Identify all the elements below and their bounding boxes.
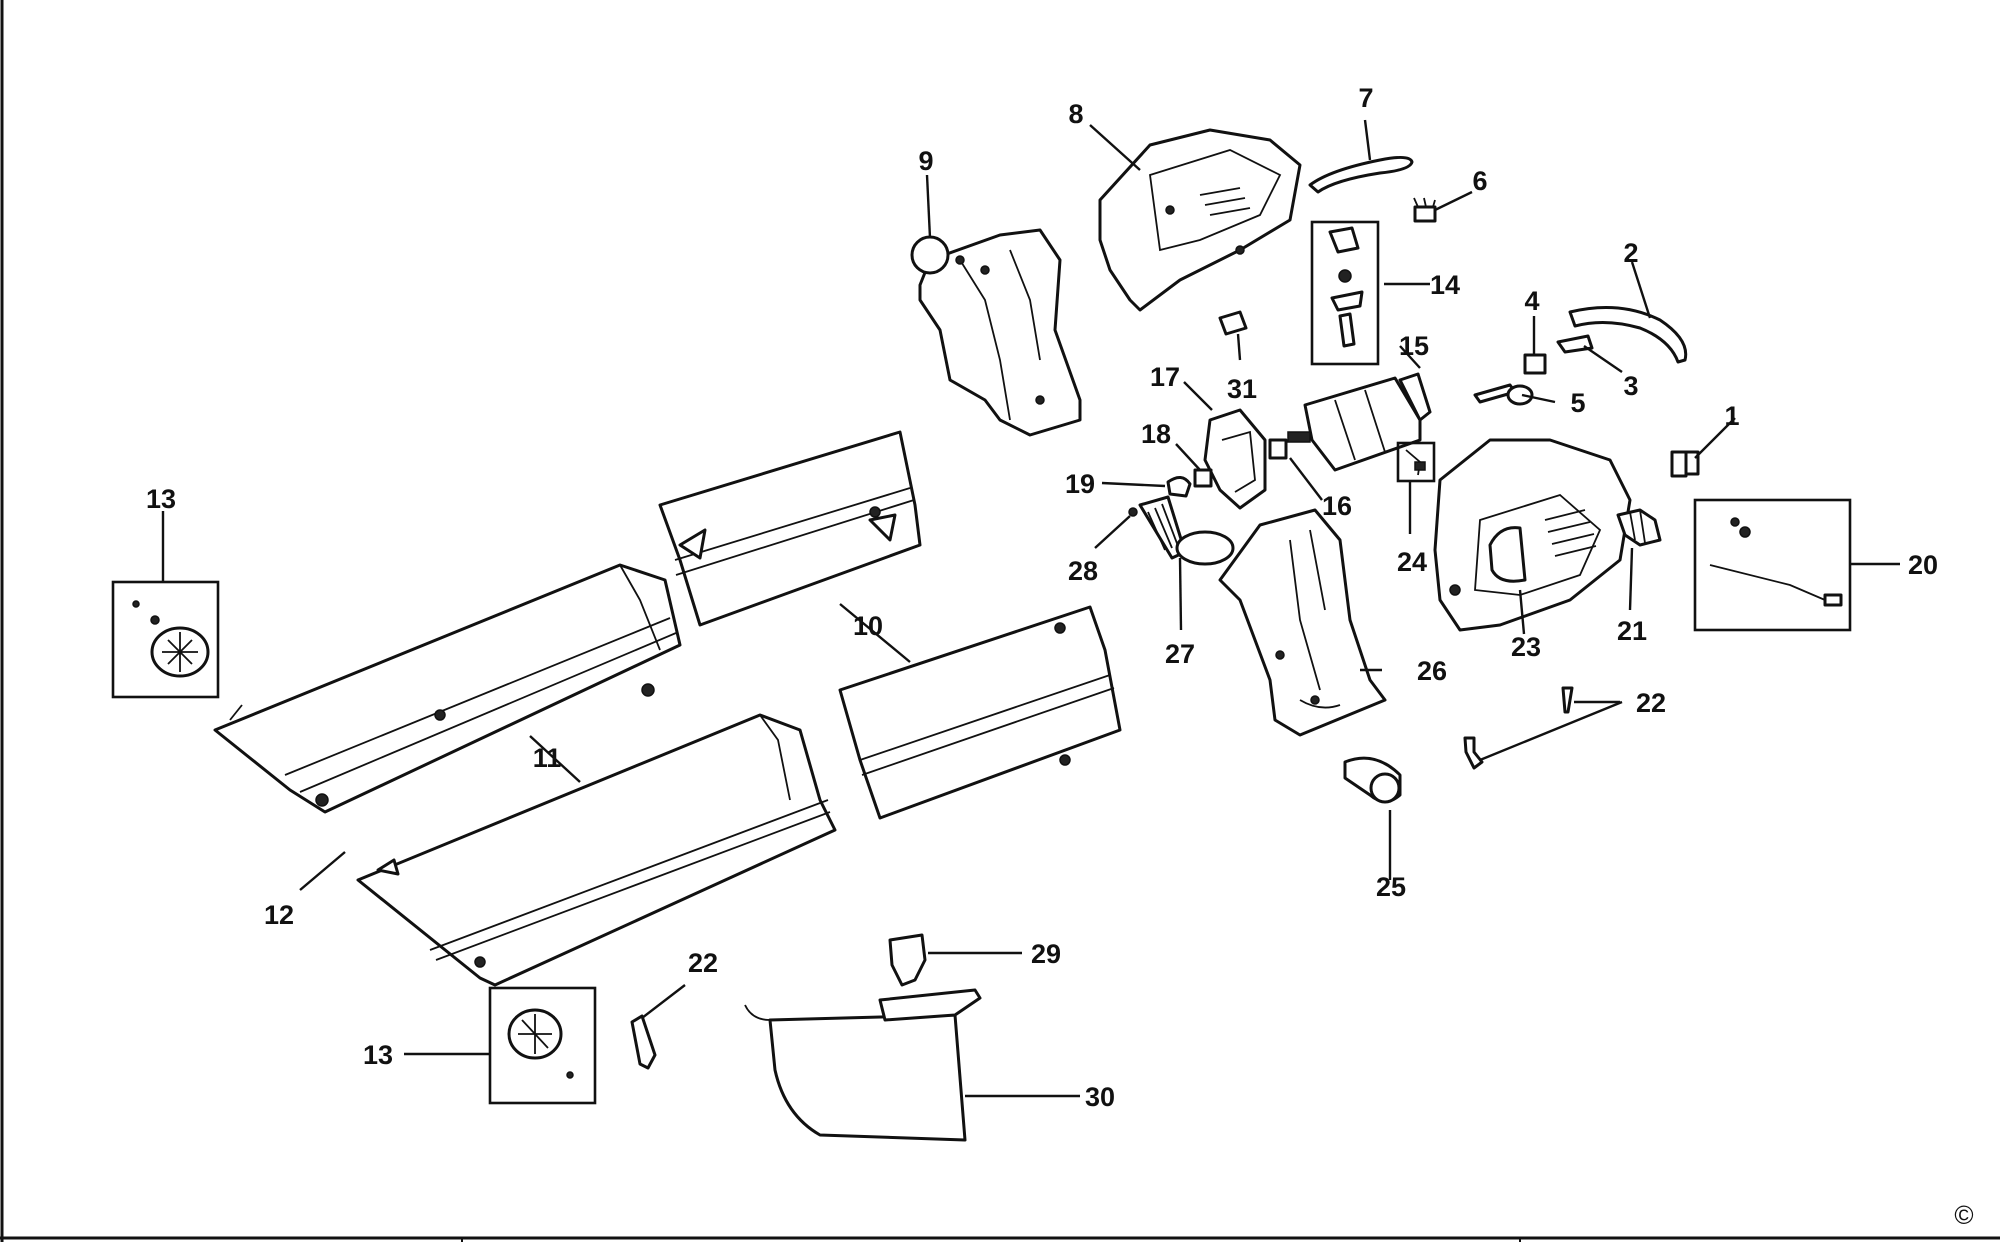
part-21-grommet (1616, 508, 1662, 547)
part-23-outer-housing (1433, 438, 1632, 632)
callout-28: 28 (1068, 556, 1098, 586)
callout-17: 17 (1150, 362, 1180, 392)
part-10-short-blow-tube (658, 430, 922, 627)
part-13-nozzle-box-bottom (488, 986, 597, 1105)
callout-4: 4 (1524, 286, 1539, 316)
part-30-collection-bag (744, 988, 982, 1142)
callout-12: 12 (264, 900, 294, 930)
part-24-small-box (1396, 441, 1436, 483)
part-18-nut (1193, 468, 1213, 488)
callout-6: 6 (1472, 166, 1487, 196)
part-13-nozzle-box-top (111, 580, 220, 699)
callout-31: 31 (1227, 374, 1257, 404)
part-10-lower-short-tube (838, 605, 1122, 820)
callout-16: 16 (1322, 491, 1352, 521)
part-5-cord-clip (1473, 383, 1534, 406)
part-22-screws (630, 686, 1574, 1070)
callout-23: 23 (1511, 632, 1541, 662)
callout-15: 15 (1399, 331, 1429, 361)
part-31-small-block (1218, 310, 1248, 336)
part-20-cord-box (1693, 498, 1852, 632)
callout-9: 9 (918, 146, 933, 176)
part-3-latch (1556, 334, 1594, 354)
callout-30: 30 (1085, 1082, 1115, 1112)
part-16-bearing (1268, 438, 1288, 460)
part-17-fan-housing (1203, 408, 1267, 510)
callout-24: 24 (1397, 547, 1427, 577)
callout-labels: 1 2 3 4 5 6 7 8 9 10 11 12 13 13 14 15 1… (146, 83, 1938, 1112)
callout-18: 18 (1141, 419, 1171, 449)
leader-lines (161, 119, 1900, 1098)
part-26-impeller-housing (1175, 508, 1387, 737)
callout-5: 5 (1570, 388, 1585, 418)
part-12-lower-blow-tube (356, 713, 837, 987)
callout-29: 29 (1031, 939, 1061, 969)
callout-8: 8 (1068, 99, 1083, 129)
part-14-switch-box (1310, 220, 1380, 366)
part-4-switch (1523, 353, 1547, 375)
part-19-cap (1166, 476, 1192, 498)
callout-13-top: 13 (146, 484, 176, 514)
part-29-bag-clip (888, 933, 927, 987)
callout-22-right: 22 (1636, 688, 1666, 718)
callout-19: 19 (1065, 469, 1095, 499)
part-1-clip (1670, 450, 1700, 478)
part-15-motor (1287, 372, 1432, 472)
callout-3: 3 (1623, 371, 1638, 401)
callout-1: 1 (1724, 401, 1739, 431)
callout-20: 20 (1908, 550, 1938, 580)
part-28-screw (1128, 507, 1138, 517)
callout-11: 11 (533, 743, 562, 773)
callout-13-bottom: 13 (363, 1040, 393, 1070)
callout-26: 26 (1417, 656, 1447, 686)
part-8-top-housing (1098, 128, 1302, 312)
copyright-symbol: © (1954, 1200, 1973, 1230)
part-2-handle-grip (1568, 306, 1688, 364)
callout-10: 10 (853, 611, 883, 641)
part-9-housing-half (910, 228, 1082, 437)
part-25-knob (1343, 756, 1402, 804)
part-6-clip (1413, 197, 1437, 223)
callout-25: 25 (1376, 872, 1406, 902)
callout-7: 7 (1358, 83, 1373, 113)
part-11-upper-blow-tube (213, 563, 682, 814)
callout-14: 14 (1430, 270, 1460, 300)
callout-21: 21 (1617, 616, 1647, 646)
callout-27: 27 (1165, 639, 1195, 669)
callout-22-left: 22 (688, 948, 718, 978)
callout-2: 2 (1623, 238, 1638, 268)
part-7-strap (1308, 155, 1414, 194)
